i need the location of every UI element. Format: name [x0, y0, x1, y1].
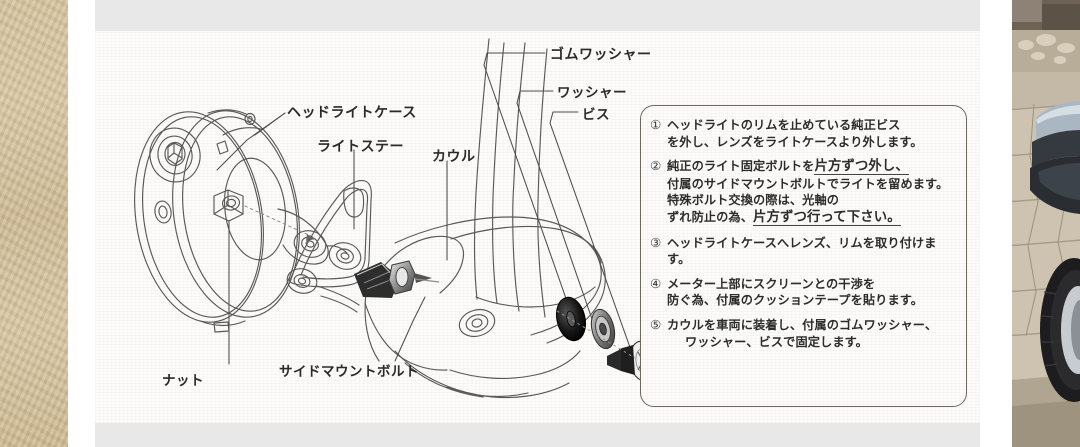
step-1-line-2: を外し、レンズをライトケースより外します。 [667, 134, 923, 149]
step-4-line-2: 防ぐ為、付属のクッションテープを貼ります。 [667, 293, 924, 308]
step-2-emphasis: 片方ずつ外し、 [814, 159, 909, 176]
label-nut: ナット [162, 373, 204, 389]
side-mount-bolt-drawing [354, 260, 440, 298]
instruction-sheet: ゴムワッシャー ワッシャー ビス ヘッドライトケース ライトステー カウル サイ… [95, 31, 980, 423]
nut-drawing [213, 189, 244, 222]
right-photo-motorcycle [1012, 0, 1080, 447]
label-light-stay: ライトステー [317, 139, 404, 155]
step-5-line-1: カウルを車両に装着し、付属のゴムワッシャー、 [667, 317, 938, 332]
label-screw: ビス [582, 107, 610, 123]
leader-lines [216, 52, 633, 365]
step-2-line-3: 特殊ボルト交換の際は、光軸の [667, 193, 840, 208]
step-number-1: ① [650, 117, 662, 132]
rubber-washer-drawing [555, 296, 587, 342]
step-5-line-2: ワッシャー、ビスで固定します。 [685, 334, 868, 349]
instruction-step-3: ③ ヘッドライトケースへレンズ、リムを取り付けます。 [650, 235, 958, 268]
step-number-3: ③ [650, 234, 662, 250]
cowl-drawing [364, 38, 606, 399]
step-number-5: ⑤ [650, 316, 662, 332]
step-1-line-1: ヘッドライトのリムを止めている純正ビス [667, 118, 901, 132]
left-gutter [68, 0, 95, 447]
step-text-2: 純正のライト固定ボルトを片方ずつ外し、 付属のサイドマウントボルトでライトを留め… [667, 158, 958, 226]
step-number-4: ④ [650, 275, 662, 291]
step-2-line-4-emphasis: 片方ずつ行って下さい。 [753, 209, 901, 226]
instruction-step-4: ④ メーター上部にスクリーンとの干渉を 防ぐ為、付属のクッションテープを貼ります… [650, 276, 958, 309]
step-text-4: メーター上部にスクリーンとの干渉を 防ぐ為、付属のクッションテープを貼ります。 [667, 276, 958, 309]
washer-drawing [590, 308, 616, 350]
step-text-3: ヘッドライトケースへレンズ、リムを取り付けます。 [667, 235, 958, 268]
label-headlight-case: ヘッドライトケース [287, 105, 417, 121]
instruction-step-5: ⑤ カウルを車両に装着し、付属のゴムワッシャー、 ワッシャー、ビスで固定します。 [650, 317, 958, 350]
step-number-2: ② [650, 158, 662, 174]
page-band-top [95, 0, 980, 31]
step-2-line-4-pre: ずれ防止の為、 [667, 209, 754, 224]
label-side-mount-bolt: サイドマウントボルト [279, 364, 419, 380]
instruction-step-1: ① ヘッドライトのリムを止めている純正ビス を外し、レンズをライトケースより外し… [650, 117, 958, 150]
page-band-bottom [95, 423, 980, 447]
label-washer: ワッシャー [557, 85, 627, 101]
left-photo-strip [0, 0, 68, 447]
step-text-1: ヘッドライトのリムを止めている純正ビス を外し、レンズをライトケースより外します… [667, 117, 958, 150]
instruction-steps-panel: ① ヘッドライトのリムを止めている純正ビス を外し、レンズをライトケースより外し… [640, 105, 967, 407]
step-2-line-1: 純正のライト固定ボルトを [667, 159, 815, 174]
step-3-line-1: ヘッドライトケースへレンズ、リムを取り付けます。 [667, 235, 937, 267]
step-2-line-2: 付属のサイドマウントボルトでライトを留めます。 [667, 176, 949, 191]
step-text-5: カウルを車両に装着し、付属のゴムワッシャー、 ワッシャー、ビスで固定します。 [667, 317, 958, 350]
light-stay-drawing [286, 180, 372, 313]
instruction-step-2: ② 純正のライト固定ボルトを片方ずつ外し、 付属のサイドマウントボルトでライトを… [650, 158, 958, 226]
label-rubber-washer: ゴムワッシャー [550, 47, 652, 63]
right-gutter [1000, 0, 1012, 447]
label-cowl: カウル [432, 149, 476, 165]
step-2-line-4: ずれ防止の為、片方ずつ行って下さい。 [667, 209, 958, 227]
step-4-line-1: メーター上部にスクリーンとの干渉を [667, 276, 876, 291]
